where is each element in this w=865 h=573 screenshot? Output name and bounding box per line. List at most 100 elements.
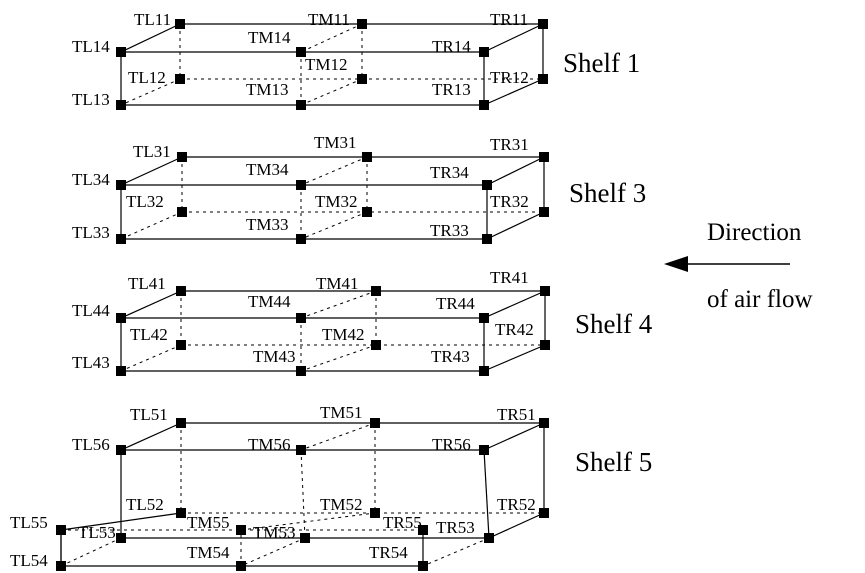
sensor-label-tr54: TR54 bbox=[369, 543, 408, 562]
sensor-node-tr52 bbox=[539, 508, 549, 518]
sensor-label-tm12: TM12 bbox=[305, 55, 348, 74]
top-right-edge bbox=[483, 422, 545, 451]
sensor-node-tm54 bbox=[236, 561, 246, 571]
sensor-label-tr14: TR14 bbox=[432, 37, 471, 56]
sensor-node-tl31 bbox=[177, 152, 187, 162]
sensor-label-tl34: TL34 bbox=[72, 170, 110, 189]
sensor-node-tr42 bbox=[540, 340, 550, 350]
sensor-node-tl52 bbox=[176, 508, 186, 518]
top-left-edge bbox=[120, 156, 183, 186]
sensor-node-tm12 bbox=[357, 74, 367, 84]
sensor-label-tm55: TM55 bbox=[187, 513, 230, 532]
sensor-label-tm34: TM34 bbox=[246, 160, 289, 179]
sensor-node-tr11 bbox=[538, 19, 548, 29]
sensor-label-tr51: TR51 bbox=[497, 405, 536, 424]
sensor-label-tr56: TR56 bbox=[432, 435, 471, 454]
sensor-label-tr11: TR11 bbox=[490, 10, 528, 29]
sensor-label-tr55: TR55 bbox=[383, 513, 422, 532]
sensor-label-tr53: TR53 bbox=[436, 518, 475, 537]
sensor-node-tl51 bbox=[176, 418, 186, 428]
sensor-label-tl12: TL12 bbox=[128, 68, 166, 87]
sensor-label-tr13: TR13 bbox=[432, 80, 471, 99]
sensor-node-tm34 bbox=[296, 180, 306, 190]
sensor-label-tl13: TL13 bbox=[72, 90, 110, 109]
sensor-node-tl32 bbox=[177, 207, 187, 217]
bottom-middle-divider bbox=[300, 344, 377, 372]
sensor-label-tl33: TL33 bbox=[72, 223, 110, 242]
sensor-node-tr56 bbox=[479, 445, 489, 455]
shelf-3-title: Shelf 3 bbox=[569, 178, 646, 208]
sensor-node-tm42 bbox=[371, 340, 381, 350]
top-left-edge bbox=[120, 422, 182, 451]
sensor-label-tl44: TL44 bbox=[72, 301, 110, 320]
airflow-arrow-head bbox=[664, 256, 688, 272]
bottom-middle-divider bbox=[300, 211, 368, 240]
sensor-label-tm32: TM32 bbox=[315, 192, 358, 211]
sensor-label-tm56: TM56 bbox=[248, 435, 291, 454]
sensor-node-tm51 bbox=[370, 418, 380, 428]
bottom-left-hidden-edge bbox=[120, 211, 183, 240]
sensor-label-tl41: TL41 bbox=[128, 274, 166, 293]
tray-middle-diagonal bbox=[240, 512, 376, 531]
sensor-node-tm11 bbox=[357, 19, 367, 29]
sensor-node-tm44 bbox=[296, 313, 306, 323]
sensor-label-tm31: TM31 bbox=[314, 133, 357, 152]
sensor-node-tm56 bbox=[296, 445, 306, 455]
shelf-4-title: Shelf 4 bbox=[575, 309, 653, 339]
sensor-label-tl53: TL53 bbox=[78, 523, 116, 542]
sensor-label-tr12: TR12 bbox=[490, 68, 529, 87]
sensor-node-tm14 bbox=[296, 47, 306, 57]
sensor-label-tm14: TM14 bbox=[248, 28, 291, 47]
sensor-node-tm13 bbox=[296, 100, 306, 110]
airflow-label-line1: Direction bbox=[707, 219, 802, 246]
sensor-label-tr42: TR42 bbox=[495, 320, 534, 339]
sensor-node-tr43 bbox=[479, 366, 489, 376]
sensor-node-tr14 bbox=[479, 47, 489, 57]
bottom-middle-divider bbox=[300, 78, 363, 106]
sensor-label-tl54: TL54 bbox=[10, 551, 48, 570]
sensor-label-tm51: TM51 bbox=[320, 403, 363, 422]
sensor-label-tl31: TL31 bbox=[133, 142, 171, 161]
sensor-label-tr52: TR52 bbox=[497, 495, 536, 514]
tray-left-diagonal bbox=[60, 537, 122, 567]
sensor-node-tr44 bbox=[479, 313, 489, 323]
sensor-node-tl44 bbox=[116, 313, 126, 323]
sensor-label-tm33: TM33 bbox=[246, 215, 289, 234]
sensor-node-tr12 bbox=[538, 74, 548, 84]
sensor-node-tl33 bbox=[116, 234, 126, 244]
sensor-label-tm13: TM13 bbox=[246, 80, 289, 99]
sensor-node-tl41 bbox=[176, 286, 186, 296]
sensor-node-tm31 bbox=[362, 152, 372, 162]
sensor-label-tr34: TR34 bbox=[430, 163, 469, 182]
sensor-node-tr54 bbox=[418, 561, 428, 571]
sensor-label-tl51: TL51 bbox=[130, 405, 168, 424]
front-right-vertical-edge bbox=[483, 449, 490, 539]
sensor-label-tm54: TM54 bbox=[187, 543, 230, 562]
sensor-label-tm41: TM41 bbox=[316, 274, 359, 293]
sensor-label-tl11: TL11 bbox=[134, 10, 171, 29]
tray-center-diagonal bbox=[240, 537, 306, 567]
top-left-edge bbox=[120, 290, 182, 319]
sensor-label-tl42: TL42 bbox=[130, 325, 168, 344]
sensor-node-tl56 bbox=[116, 445, 126, 455]
sensor-node-tl54 bbox=[56, 561, 66, 571]
sensor-label-tr31: TR31 bbox=[490, 135, 529, 154]
top-right-edge bbox=[483, 23, 544, 53]
bottom-right-edge bbox=[483, 78, 544, 106]
sensor-label-tr41: TR41 bbox=[490, 268, 529, 287]
sensor-node-tm55 bbox=[236, 525, 246, 535]
airflow-label-line2: of air flow bbox=[707, 286, 813, 313]
sensor-label-tm52: TM52 bbox=[320, 495, 363, 514]
tray-back-left-edge bbox=[60, 512, 182, 531]
sensor-node-tl14 bbox=[116, 47, 126, 57]
sensor-label-tr32: TR32 bbox=[490, 192, 529, 211]
sensor-node-tr33 bbox=[482, 234, 492, 244]
sensor-label-tr43: TR43 bbox=[431, 347, 470, 366]
sensor-label-tm42: TM42 bbox=[322, 325, 365, 344]
sensor-node-tm53 bbox=[300, 533, 310, 543]
tray-back-right-edge bbox=[488, 512, 545, 539]
sensor-node-tl11 bbox=[175, 19, 185, 29]
sensor-node-tl55 bbox=[56, 525, 66, 535]
